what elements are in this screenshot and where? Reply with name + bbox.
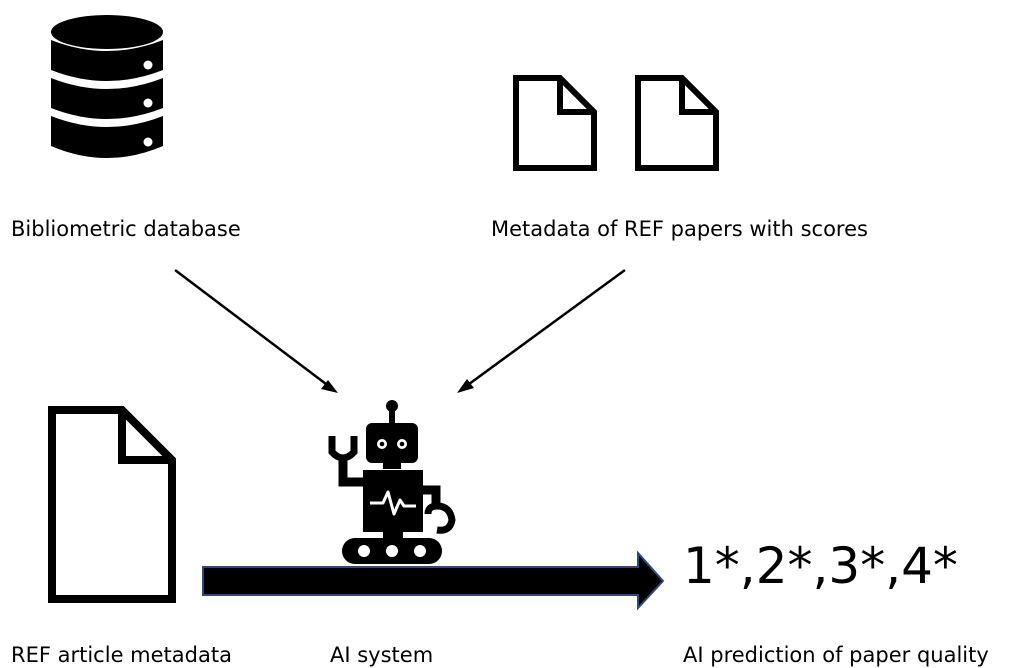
ref-article-metadata-label: REF article metadata: [11, 643, 232, 667]
bibliometric-database-label: Bibliometric database: [11, 217, 241, 241]
document-icon: [635, 75, 719, 171]
ai-prediction-label: AI prediction of paper quality: [683, 643, 989, 667]
arrow-icon: [202, 550, 665, 611]
document-icon: [513, 75, 597, 171]
arrow-icon: [174, 269, 338, 393]
ref-papers-metadata-label: Metadata of REF papers with scores: [491, 217, 868, 241]
output-scores: 1*,2*,3*,4*: [683, 537, 958, 595]
document-icon: [48, 406, 176, 603]
robot-icon: [328, 400, 456, 564]
ai-system-label: AI system: [330, 643, 434, 667]
database-icon: [51, 15, 163, 158]
arrow-icon: [457, 268, 626, 393]
